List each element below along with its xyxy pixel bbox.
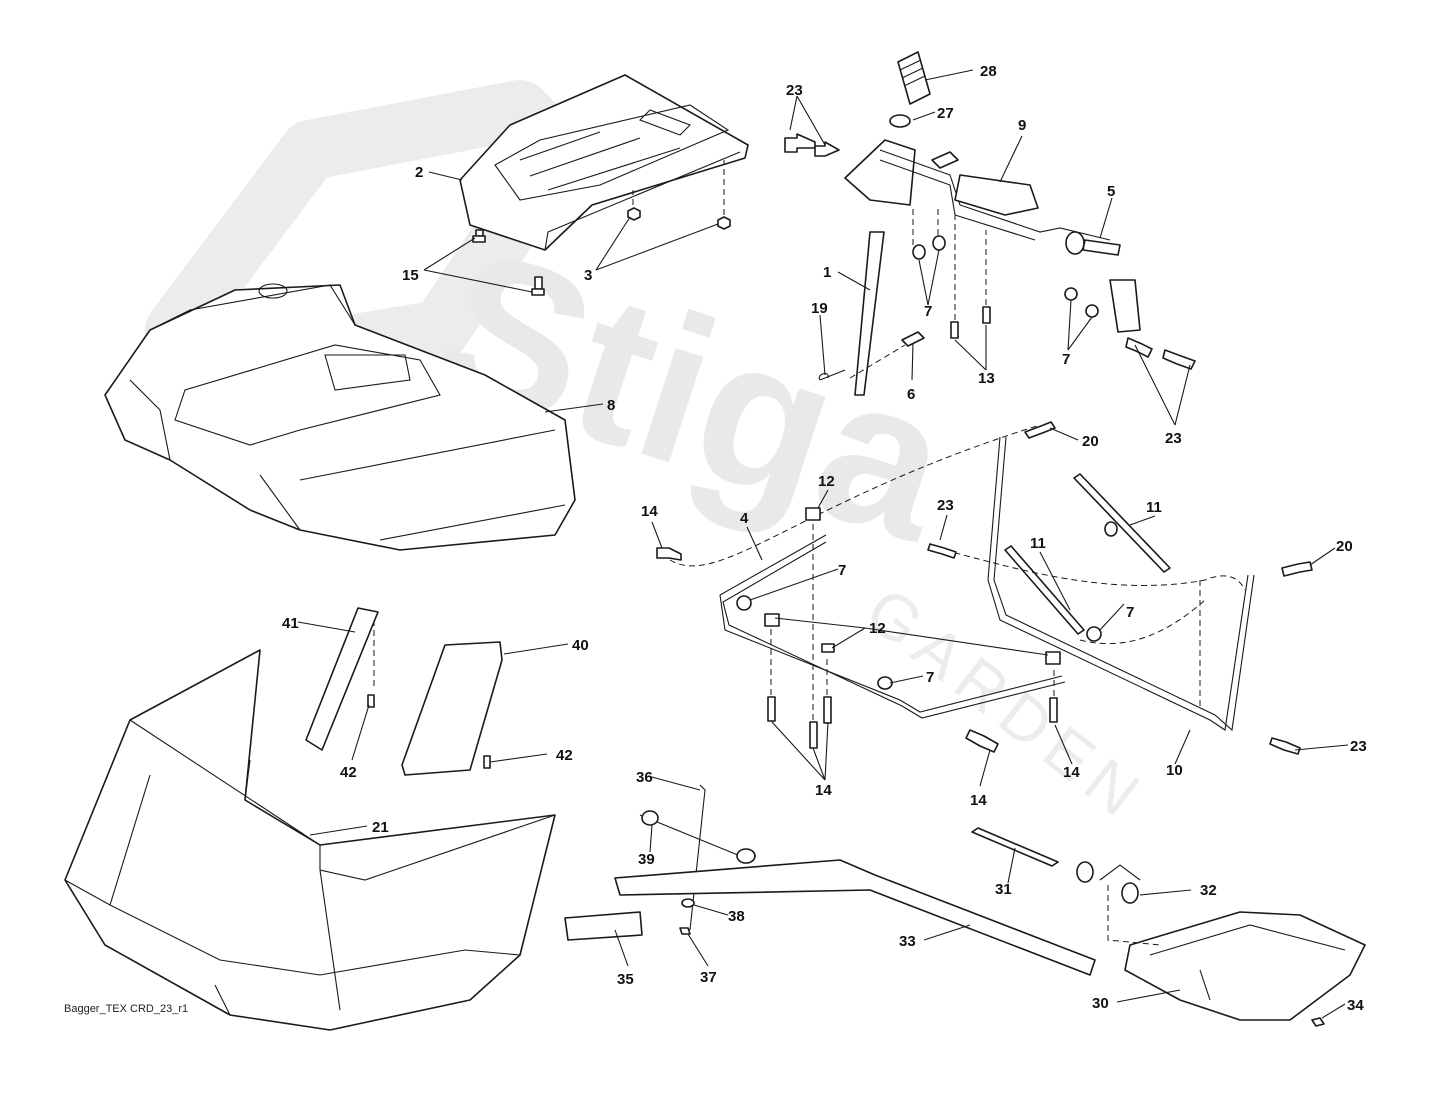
callout-14: 14	[970, 792, 987, 809]
callout-15: 15	[402, 267, 419, 284]
callout-33: 33	[899, 933, 916, 950]
part-2-cover-panel	[459, 74, 749, 251]
callout-28: 28	[980, 63, 997, 80]
callout-3: 3	[584, 267, 592, 284]
callout-2: 2	[415, 164, 423, 181]
callout-41: 41	[282, 615, 299, 632]
callout-39: 39	[638, 851, 655, 868]
callout-5: 5	[1107, 183, 1115, 200]
callout-23: 23	[937, 497, 954, 514]
callout-21: 21	[372, 819, 389, 836]
callout-34: 34	[1347, 997, 1364, 1014]
leader-lines	[297, 69, 1349, 1019]
part-3-nuts	[627, 160, 731, 230]
callouts: 28 27 9 23 5 2 3 15 1 19 7 6 13 7 23 8 2…	[282, 63, 1367, 1014]
part-1-rod	[854, 231, 885, 396]
part-19-pin	[818, 369, 846, 381]
part-21-bag	[64, 649, 556, 1031]
part-39-spring-rod	[639, 810, 756, 864]
part-10-frame	[987, 436, 1255, 732]
part-37-clip	[679, 927, 691, 935]
callout-42: 42	[340, 764, 357, 781]
callout-6: 6	[907, 386, 915, 403]
callout-32: 32	[1200, 882, 1217, 899]
callout-14: 14	[815, 782, 832, 799]
part-13-bolts	[912, 205, 991, 339]
frame-guide-lines	[669, 424, 1246, 710]
callout-7: 7	[926, 669, 934, 686]
part-12-blocks	[764, 507, 1061, 665]
part-23-bolts-lower	[927, 543, 1301, 755]
part-36-rod	[689, 784, 706, 931]
callout-12: 12	[818, 473, 835, 490]
callout-40: 40	[572, 637, 589, 654]
callout-30: 30	[1092, 995, 1109, 1012]
callout-10: 10	[1166, 762, 1183, 779]
callout-13: 13	[978, 370, 995, 387]
callout-23: 23	[1165, 430, 1182, 447]
callout-20: 20	[1082, 433, 1099, 450]
callout-9: 9	[1018, 117, 1026, 134]
part-8-hood	[104, 283, 576, 551]
part-35-sleeve	[564, 911, 643, 941]
callout-11: 11	[1146, 499, 1162, 516]
part-38-washer	[681, 898, 695, 908]
part-27-ring	[889, 114, 911, 128]
part-40-flap	[401, 641, 503, 776]
part-41-bracket	[305, 607, 379, 751]
guide-line-32	[1107, 885, 1161, 946]
part-23-bolts-top	[784, 133, 1196, 370]
callout-1: 1	[823, 264, 831, 281]
part-34-screw	[1311, 1017, 1325, 1027]
drawing-reference: Bagger_TEX CRD_23_r1	[64, 1003, 189, 1015]
callout-38: 38	[728, 908, 745, 925]
callout-14: 14	[641, 503, 658, 520]
callout-23: 23	[786, 82, 803, 99]
callout-36: 36	[636, 769, 653, 786]
callout-20: 20	[1336, 538, 1353, 555]
callout-7: 7	[838, 562, 846, 579]
callout-7: 7	[1062, 351, 1070, 368]
part-28-grip	[897, 51, 931, 105]
part-30-pedal	[1124, 911, 1366, 1021]
callout-8: 8	[607, 397, 615, 414]
callout-14: 14	[1063, 764, 1080, 781]
part-32-springs	[1076, 861, 1141, 904]
part-11-rods	[1004, 473, 1171, 635]
callout-19: 19	[811, 300, 828, 317]
callout-12: 12	[869, 620, 886, 637]
callout-35: 35	[617, 971, 634, 988]
callout-4: 4	[740, 510, 749, 527]
callout-23: 23	[1350, 738, 1367, 755]
callout-11: 11	[1030, 535, 1046, 552]
part-20-bolts	[1024, 421, 1313, 577]
callout-42: 42	[556, 747, 573, 764]
callout-7: 7	[1126, 604, 1134, 621]
callout-27: 27	[937, 105, 954, 122]
part-6-pin	[901, 331, 925, 347]
callout-7: 7	[924, 303, 932, 320]
part-31-pin	[971, 827, 1059, 867]
part-33-shaft	[614, 859, 1096, 976]
lever-assembly	[844, 139, 1141, 333]
callout-31: 31	[995, 881, 1012, 898]
guide-line	[849, 344, 906, 379]
callout-37: 37	[700, 969, 717, 986]
